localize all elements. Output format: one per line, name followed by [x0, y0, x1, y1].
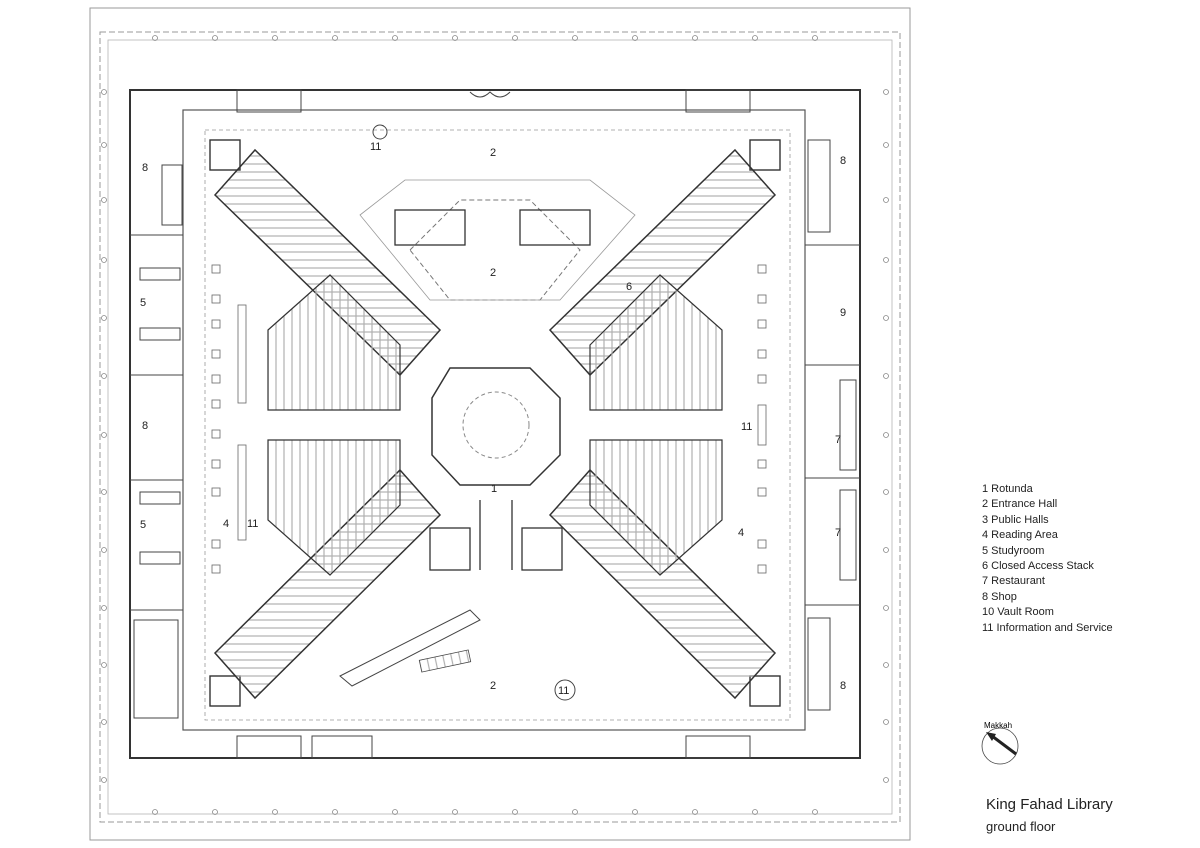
plaza-edge [107, 39, 893, 815]
north-strip [236, 89, 751, 113]
compass-north-arrow-icon: Makkah [981, 721, 1019, 765]
west-strip [130, 164, 183, 719]
room-labels: 2 2 2 11 11 11 11 8 8 8 8 5 5 9 7 7 6 1 … [140, 141, 846, 697]
legend-item-reading-area: 4 Reading Area [982, 529, 1058, 542]
label-shop-nw: 8 [142, 162, 148, 174]
label-vault-room: 9 [840, 307, 846, 319]
courtyard-dashed [204, 129, 791, 721]
label-entrance-hall-north: 2 [490, 147, 496, 159]
rotunda-octagon [431, 367, 561, 486]
rotunda-cores [429, 500, 563, 571]
reading-hall-east [589, 274, 723, 576]
label-shop-ne: 8 [840, 155, 846, 167]
info-desk-south-icon [554, 679, 576, 701]
reading-wing-sw [213, 468, 442, 700]
north-entrance-rooms [394, 209, 591, 246]
legend-item-studyroom: 5 Studyroom [982, 544, 1045, 557]
reading-tables-west [211, 264, 247, 574]
label-studyroom-north: 5 [140, 297, 146, 309]
legend-item-closed-access-stack: 6 Closed Access Stack [982, 560, 1094, 573]
corner-towers [209, 139, 781, 707]
site-boundary-dashed [99, 31, 901, 823]
label-studyroom-south: 5 [140, 519, 146, 531]
legend-item-rotunda: 1 Rotunda [982, 483, 1033, 495]
label-shop-w: 8 [142, 420, 148, 432]
south-strip [236, 735, 751, 759]
label-rotunda: 1 [491, 483, 497, 495]
rotunda-circle [462, 391, 530, 459]
legend: 1 Rotunda 2 Entrance Hall 3 Public Halls… [982, 482, 1113, 636]
label-entrance-hall-center: 2 [490, 267, 496, 279]
reading-tables-east [757, 264, 767, 574]
label-closed-stack: 6 [626, 281, 632, 293]
label-shop-se: 8 [840, 680, 846, 692]
drawing-subtitle: ground floor [986, 819, 1056, 834]
label-entrance-hall-south: 2 [490, 680, 496, 692]
south-stair [418, 649, 472, 673]
legend-item-public-halls: 3 Public Halls [982, 513, 1049, 526]
label-info-south: 11 [558, 685, 569, 697]
east-strip [805, 139, 860, 711]
drawing-title: King Fahad Library [986, 796, 1113, 813]
inner-colonnade [182, 109, 806, 731]
legend-item-entrance-hall: 2 Entrance Hall [982, 498, 1058, 511]
label-reading-east: 4 [738, 527, 744, 539]
north-entrance-hexagon [409, 199, 581, 301]
south-ramp [339, 609, 481, 687]
site-boundary [89, 7, 911, 841]
legend-item-information-service: 11 Information and Service [982, 621, 1113, 634]
reading-hall-west [267, 274, 401, 576]
compass-label: Makkah [984, 721, 1012, 730]
legend-item-shop: 8 Shop [982, 590, 1017, 603]
label-restaurant-north: 7 [835, 434, 841, 446]
legend-item-vault-room: 10 Vault Room [982, 606, 1054, 619]
title-block: King Fahad Library ground floor [986, 796, 1113, 834]
label-info-east: 11 [741, 421, 752, 433]
outer-wall [129, 89, 861, 759]
info-desk-north-icon [372, 124, 388, 140]
label-info-north: 11 [370, 141, 381, 153]
label-info-west: 11 [247, 518, 258, 530]
label-restaurant-south: 7 [835, 527, 841, 539]
reading-wing-se [548, 468, 777, 700]
label-reading-west: 4 [223, 518, 229, 530]
north-entrance-outline [359, 179, 636, 301]
column-grid [101, 35, 889, 815]
legend-item-restaurant: 7 Restaurant [982, 575, 1045, 588]
